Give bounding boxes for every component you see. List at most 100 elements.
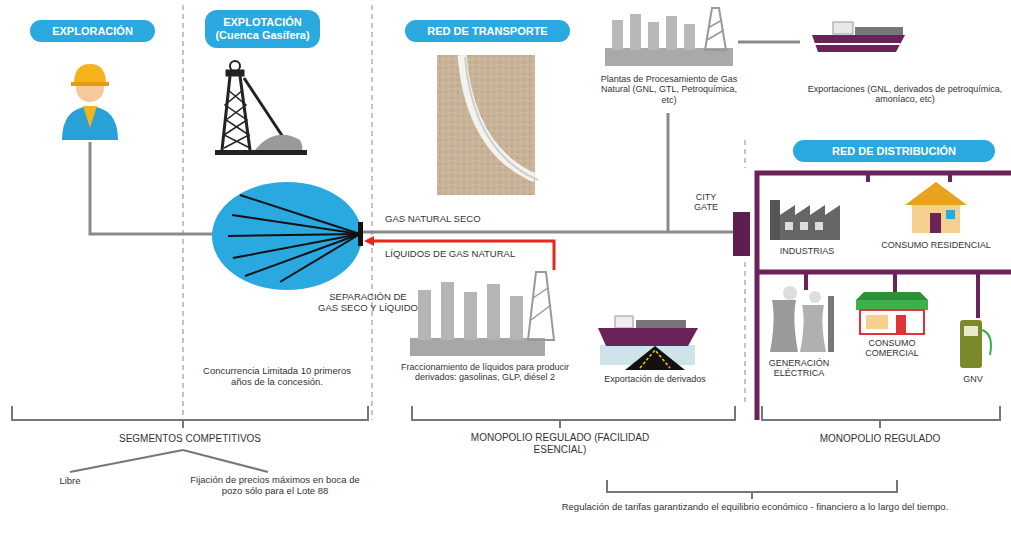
illustration-path	[465, 57, 538, 180]
illustration-line	[745, 262, 746, 405]
illustration-rect	[815, 222, 823, 230]
illustration-circle	[783, 286, 797, 300]
text-label: Plantas de Procesamiento de Gas Natural …	[598, 74, 740, 105]
illustration-line	[751, 492, 753, 499]
illustration-line	[879, 420, 881, 428]
illustration-circle	[809, 291, 821, 303]
text-label: Regulación de tarifas garantizando el eq…	[540, 502, 970, 513]
separator-symbol	[358, 222, 363, 246]
illustration-rect	[418, 290, 431, 340]
illustration-line	[976, 272, 980, 318]
illustration-path	[800, 305, 826, 352]
illustration-line	[70, 450, 183, 472]
illustration-rect	[946, 210, 955, 219]
illustration-rect	[833, 22, 853, 34]
illustration-polyline	[12, 406, 368, 420]
illustration-path	[62, 106, 118, 140]
illustration-line	[372, 5, 373, 420]
text-label: SEGMENTOS COMPETITIVOS	[70, 433, 310, 445]
illustration-rect	[856, 300, 928, 310]
dry-gas-pipe	[363, 231, 733, 234]
well-lines	[228, 195, 360, 282]
industry-icon	[770, 200, 840, 240]
illustration-line	[244, 78, 285, 140]
illustration-rect	[215, 150, 307, 155]
text-label: CONSUMO COMERCIAL	[846, 338, 938, 359]
illustration-path	[528, 272, 554, 340]
text-label: Concurrencia Limitada 10 primeros años d…	[192, 366, 362, 388]
brackets	[12, 406, 1000, 499]
illustration-rect	[464, 292, 477, 340]
text-label: MONOPOLIO REGULADO	[790, 433, 970, 445]
illustration-rect	[487, 284, 500, 340]
illustration-rect	[410, 338, 545, 356]
gate-label: CITY GATE	[683, 193, 729, 213]
text-label: MONOPOLIO REGULADO (FACILIDAD ESENCIAL)	[450, 432, 670, 455]
pipeline-photo	[437, 55, 538, 195]
pill-text: RED DE DISTRIBUCIÓN	[832, 145, 956, 158]
illustration-line	[757, 270, 1011, 275]
section-pill: RED DE DISTRIBUCIÓN	[793, 140, 995, 162]
illustration-rect	[441, 282, 454, 340]
pill-text: RED DE TRANSPORTE	[427, 25, 547, 38]
illustration-polyline	[412, 406, 735, 420]
illustration-g	[183, 5, 745, 420]
city-gate-box: CITY GATE	[733, 212, 750, 256]
illustration-rect	[785, 222, 793, 230]
illustration-line	[245, 234, 360, 276]
illustration-rect	[866, 315, 888, 329]
illustration-rect	[960, 320, 982, 368]
illustration-path	[770, 300, 798, 352]
illustration-rect	[828, 296, 834, 352]
illustration-line	[866, 173, 870, 182]
text-label: Exportaciones (GNL, derivados de petroqu…	[806, 84, 1004, 105]
illustration-line	[183, 450, 268, 472]
illustration-polyline	[607, 480, 897, 492]
illustration-rect	[636, 320, 686, 328]
illustration-line	[240, 195, 360, 234]
illustration-rect	[510, 296, 523, 340]
processing-plant-icon	[605, 8, 733, 66]
illustration-line	[232, 215, 360, 234]
illustration-path	[780, 205, 840, 240]
illustration-path	[815, 43, 900, 45]
illustration-rect	[666, 16, 677, 50]
illustration-path	[74, 64, 106, 84]
illustration-path	[598, 328, 698, 346]
illustration-path	[856, 292, 928, 300]
illustration-path	[364, 236, 374, 246]
illustration-line	[804, 272, 808, 290]
text-label: Fijación de precios máximos en boca de p…	[190, 475, 360, 497]
illustration-rect	[800, 222, 808, 230]
section-pill: EXPLOTACIÓN (Cuenca Gasífera)	[205, 10, 320, 48]
illustration-polyline	[757, 173, 1011, 420]
text-label: GNV	[950, 374, 996, 384]
illustration-polyline	[762, 406, 1000, 420]
pill-text: EXPLORACIÓN	[52, 25, 133, 38]
illustration-rect	[912, 203, 960, 233]
text-label: SEPARACIÓN DE GAS SECO Y LÍQUIDO	[318, 292, 418, 314]
illustration-rect	[770, 200, 780, 240]
section-pill: EXPLORACIÓN	[30, 20, 155, 42]
illustration-line	[948, 173, 952, 182]
illustration-rect	[612, 20, 623, 50]
house-icon	[905, 182, 967, 233]
illustration-path	[705, 8, 726, 50]
derrick-icon	[215, 61, 307, 155]
text-label: CONSUMO RESIDENCIAL	[878, 240, 994, 250]
illustration-rect	[615, 316, 633, 328]
fractionation-plant-icon	[410, 272, 554, 356]
illustration-path	[640, 350, 670, 368]
illustration-path	[982, 330, 991, 355]
text-label: LÍQUIDOS DE GAS NATURAL	[385, 249, 545, 260]
illustration-path	[625, 346, 685, 370]
tanker-icon	[598, 316, 698, 370]
text-label: GENERACIÓN ELÉCTRICA	[758, 358, 840, 379]
illustration-rect	[684, 24, 695, 50]
illustration-path	[255, 135, 303, 152]
illustration-rect	[964, 326, 978, 336]
section-pill: RED DE TRANSPORTE	[405, 20, 570, 42]
illustration-rect	[437, 55, 535, 195]
illustration-line	[559, 420, 561, 428]
